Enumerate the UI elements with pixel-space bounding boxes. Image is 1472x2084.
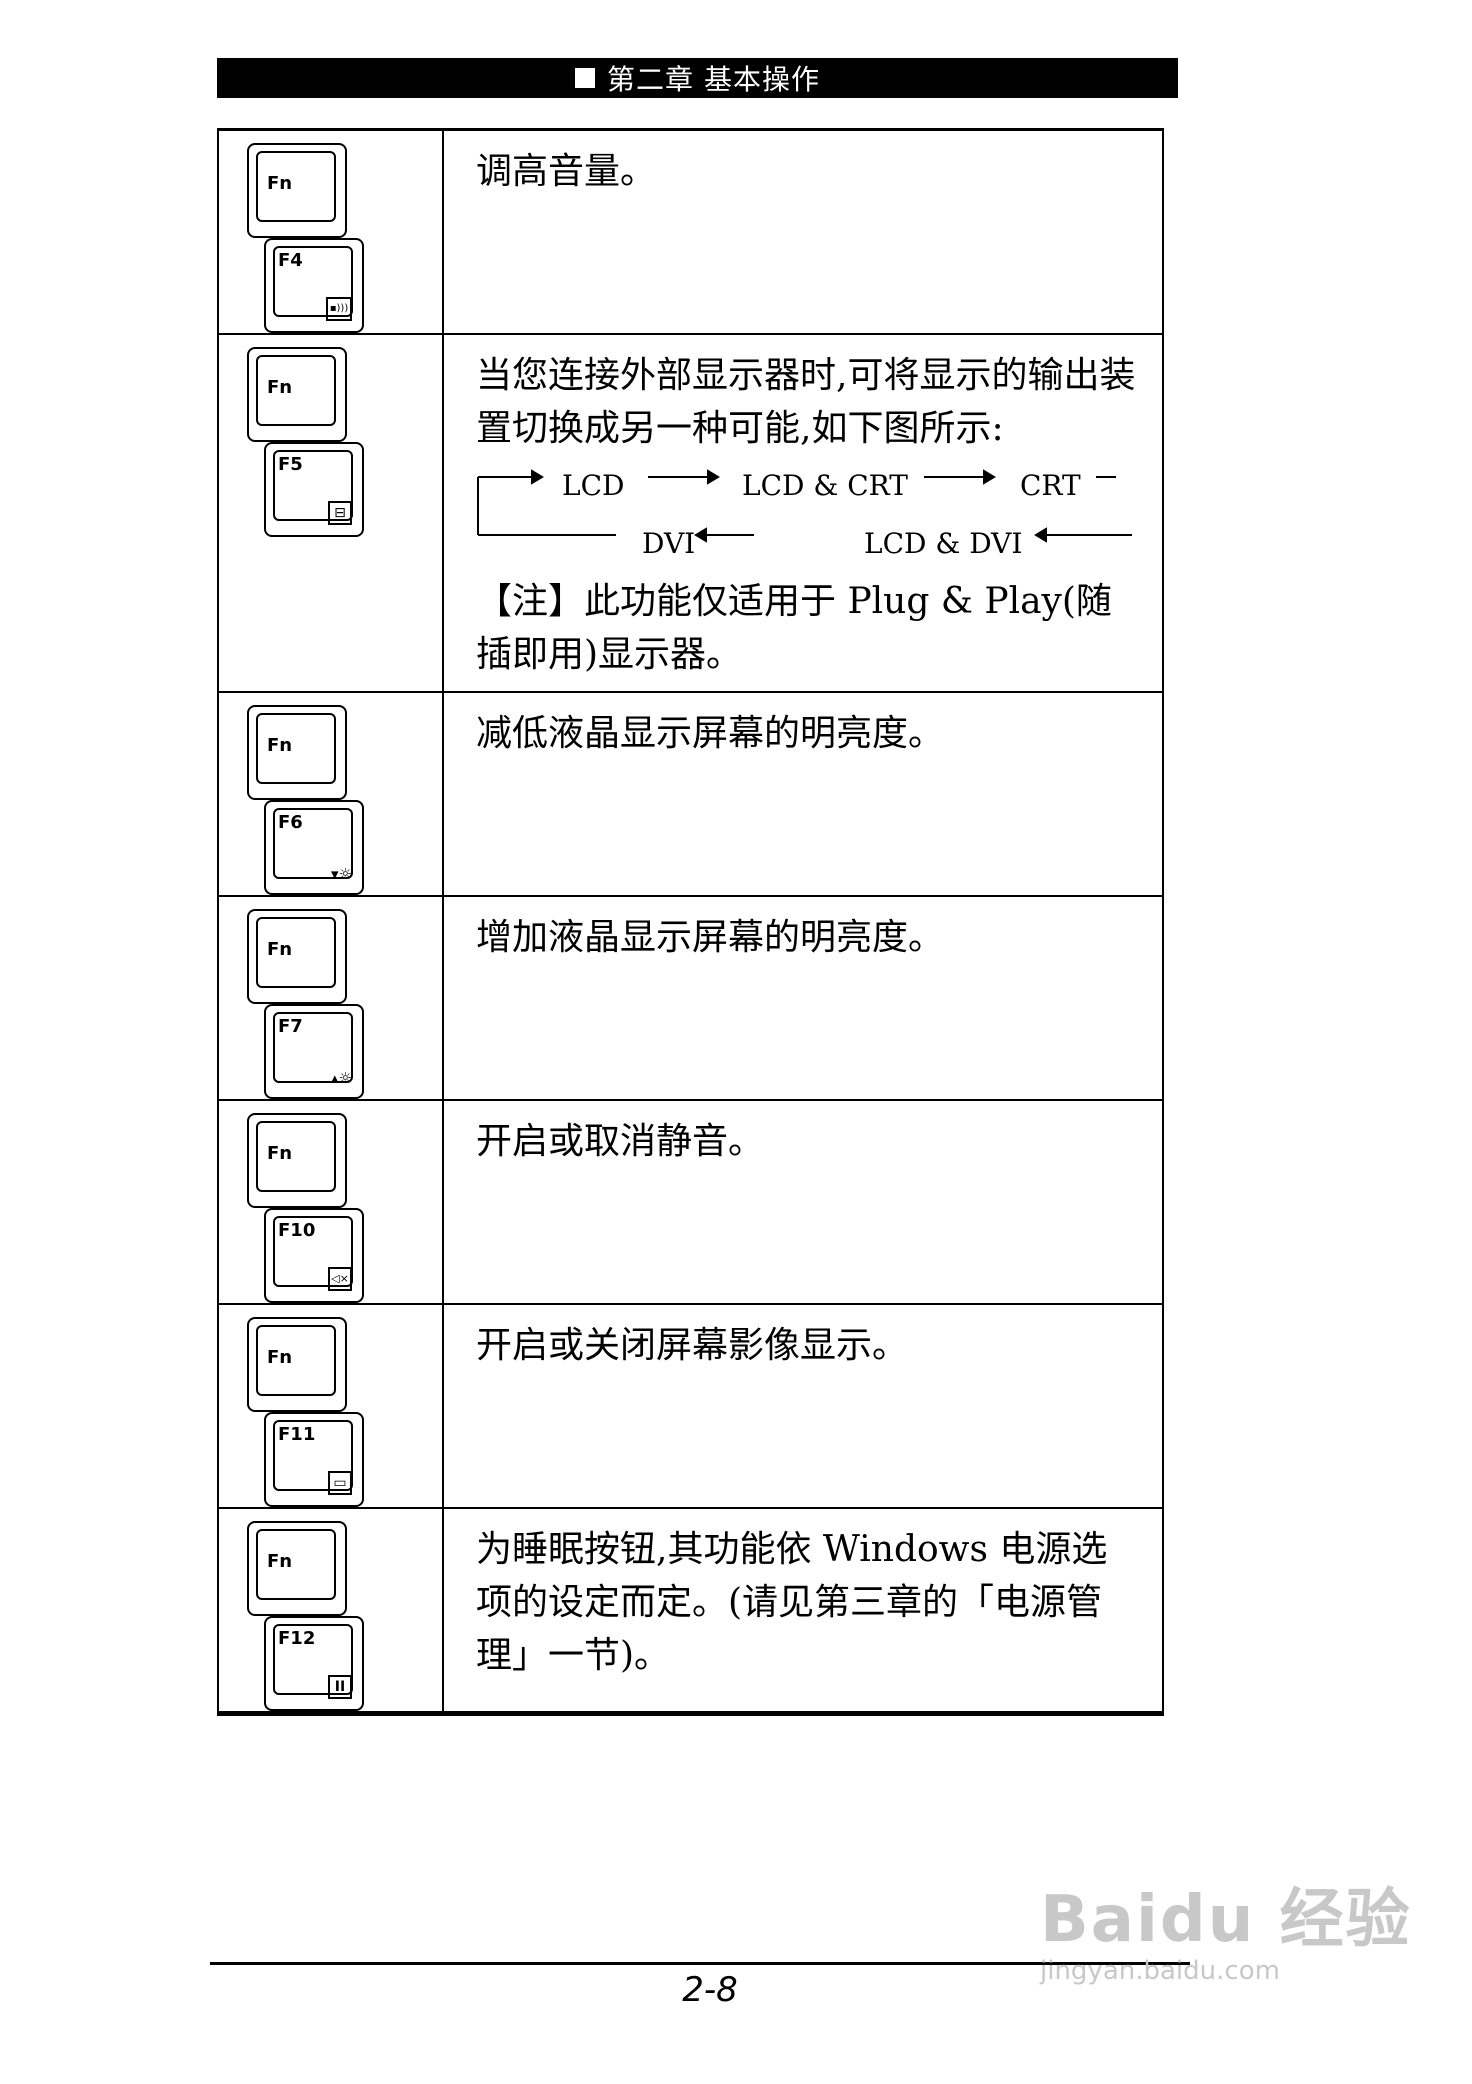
display-cycle-diagram: LCD LCD & CRT CRT DVI LCD & DVI [476, 455, 1136, 573]
watermark: Baidu 经验 jingyan.baidu.com [1040, 1868, 1412, 1986]
plug-and-play-note: 【注】此功能仅适用于 Plug & Play(随插即用)显示器。 [476, 581, 1112, 675]
flow-label-lcd-crt: LCD & CRT [742, 469, 908, 502]
brightness-up-icon: ▴☼ [331, 1069, 352, 1087]
flow-label-lcd-dvi: LCD & DVI [864, 527, 1023, 560]
flow-label-lcd: LCD [562, 469, 625, 502]
watermark-logo: Baidu 经验 [1040, 1883, 1412, 1957]
chapter-title: 第二章 基本操作 [607, 63, 820, 96]
f11-key: F11▭ [264, 1412, 364, 1507]
row-description: 减低液晶显示屏幕的明亮度。 [442, 691, 1164, 897]
square-bullet-icon [575, 68, 596, 88]
display-switch-icon: ⊟ [328, 501, 352, 525]
f5-key: F5⊟ [264, 442, 364, 537]
row-description: 开启或关闭屏幕影像显示。 [442, 1303, 1164, 1509]
screen-toggle-icon: ▭ [328, 1471, 352, 1495]
flow-label-dvi: DVI [642, 527, 696, 560]
flow-label-crt: CRT [1020, 469, 1081, 502]
f7-key: F7▴☼ [264, 1004, 364, 1099]
fn-key: Fn [247, 909, 347, 1004]
brightness-down-icon: ▾☼ [331, 865, 352, 883]
fn-key: Fn [247, 143, 347, 238]
chapter-header: 第二章 基本操作 [217, 58, 1178, 98]
mute-icon: ◁× [328, 1267, 352, 1291]
f6-key: F6▾☼ [264, 800, 364, 895]
row-description: 开启或取消静音。 [442, 1099, 1164, 1305]
fn-key: Fn [247, 1521, 347, 1616]
row-description: 增加液晶显示屏幕的明亮度。 [442, 895, 1164, 1101]
page-number: 2-8 [682, 1970, 738, 2010]
fn-key: Fn [247, 1113, 347, 1208]
f10-key: F10◁× [264, 1208, 364, 1303]
fn-key: Fn [247, 347, 347, 442]
fn-key: Fn [247, 1317, 347, 1412]
fn-key: Fn [247, 705, 347, 800]
cycle-arrows [477, 469, 1132, 543]
sleep-icon: II [328, 1675, 352, 1699]
footer-rule [210, 1962, 1190, 1965]
row-description: 当您连接外部显示器时,可将显示的输出装置切换成另一种可能,如下图所示: [476, 355, 1136, 449]
volume-up-icon: ▪))) [326, 297, 352, 321]
row-description: 调高音量。 [442, 128, 1164, 335]
watermark-url: jingyan.baidu.com [1040, 1956, 1280, 1986]
f4-key: F4▪))) [264, 238, 364, 333]
row-description: 为睡眠按钮,其功能依 Windows 电源选项的设定而定。(请见第三章的「电源管… [442, 1507, 1164, 1716]
